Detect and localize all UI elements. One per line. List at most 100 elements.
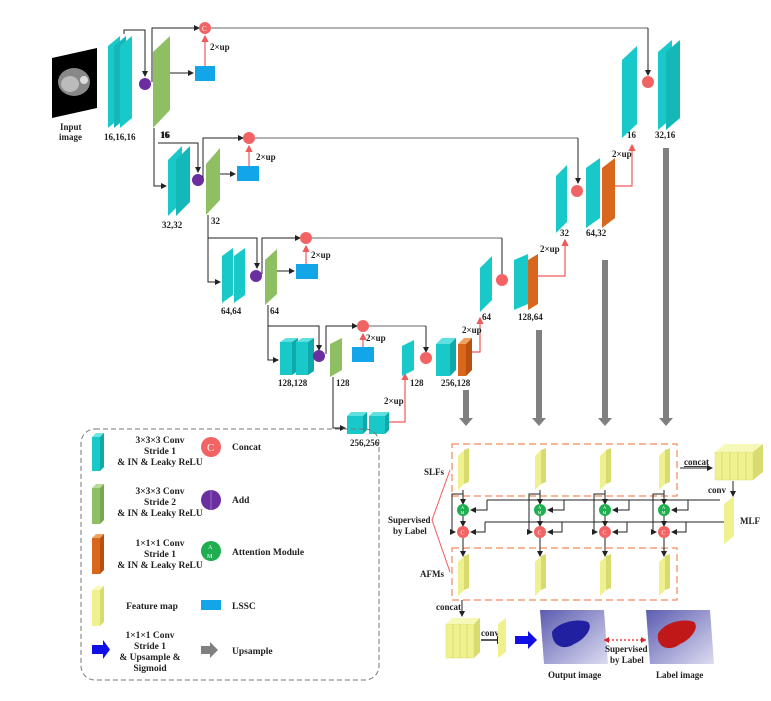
slf-feature-map: [458, 450, 464, 490]
legend-green-conv-icon: [92, 484, 104, 524]
dec3-conv-blocks: [514, 254, 538, 310]
skip-arrow: [450, 493, 463, 535]
legend-item-3-line-1: 1×1×1 Conv: [135, 539, 184, 549]
concat-icon: [496, 274, 508, 286]
attention-module-icon: [534, 504, 546, 516]
slf-feature-map-side: [606, 448, 611, 484]
supervised-out-1: Supervised: [605, 644, 648, 654]
supervised-label-2: by Label: [393, 526, 427, 536]
enc4-conv-blocks: [280, 338, 314, 375]
concat-icon: [642, 76, 654, 88]
concat-label: concat: [684, 457, 709, 467]
legend-item-3-line-3: & IN & Leaky ReLU: [117, 561, 203, 571]
legend-item-1-line-1: 3×3×3 Conv: [135, 436, 184, 446]
concat-glyph: C: [461, 531, 465, 537]
concat-feature-stack: [714, 444, 763, 481]
legend-item-5-line-1: 1×1×1 Conv: [125, 631, 174, 641]
legend-item-3-line-2: Stride 1: [144, 550, 176, 560]
skip-arrow: [592, 493, 605, 535]
legend-item-4-line-1: Feature map: [126, 602, 178, 612]
legend-op-lssc: LSSC: [232, 602, 256, 612]
legend-feature-map-icon: [92, 586, 104, 626]
legend-concat-icon: [201, 437, 221, 457]
output-image-label: Output image: [548, 670, 601, 680]
concat-bottom-label: concat: [436, 602, 461, 612]
legend-am-a: A: [208, 545, 213, 551]
upsample-arrows: [459, 148, 673, 426]
am-glyph-m: M: [662, 510, 666, 515]
enc3-down-label: 64: [270, 306, 280, 316]
legend-item-5-line-3: & Upsample &: [119, 653, 180, 663]
lssc-block: [237, 166, 259, 181]
afm-feature-map: [600, 556, 606, 596]
dec2-conv-blocks: [586, 158, 615, 228]
label-image: [646, 610, 714, 664]
am-glyph-a: A: [662, 505, 666, 510]
concat-icon: [534, 526, 546, 538]
mlf-to-am-arrow: [671, 500, 689, 513]
afms-label: AFMs: [420, 569, 444, 579]
up-label: 2×up: [256, 152, 276, 162]
am-glyph-a: A: [603, 505, 607, 510]
dec2-conv-label: 64,32: [586, 228, 607, 238]
dec3-up-label: 64: [482, 312, 492, 322]
dec4-up-block: [402, 340, 414, 376]
legend-orange-conv-icon: [92, 534, 104, 574]
attention-module-icon: [658, 504, 670, 516]
dec1-conv-label: 32,16: [655, 130, 676, 140]
enc1-conv-blocks: [108, 36, 132, 128]
concat-icon: [420, 352, 432, 364]
blue-output-arrow: [515, 631, 537, 649]
concat-icon: [199, 22, 211, 34]
up-label: 2×up: [366, 333, 386, 343]
mlf-feature-map: [724, 496, 734, 544]
enc1-conv-label: 16,16,16: [104, 132, 136, 142]
mlf-to-concat-arrow: [547, 522, 563, 535]
mlf-label: MLF: [740, 516, 760, 526]
legend-item-2-line-1: 3×3×3 Conv: [135, 487, 184, 497]
mlf-to-am-arrow: [612, 500, 630, 513]
up-label: 2×up: [540, 244, 560, 254]
legend-item-2-line-2: Stride 2: [144, 498, 176, 508]
conv-label: conv: [708, 485, 727, 495]
slfs-box: [451, 443, 678, 497]
supervised-label-1: Supervised: [388, 515, 431, 525]
up-label: 2×up: [612, 149, 632, 159]
legend-op-add: Add: [232, 496, 250, 506]
supervised-out-2: by Label: [610, 655, 644, 665]
enc3-conv-block-2: [234, 248, 245, 303]
enc2-down-label: 32: [211, 216, 221, 226]
bottom-feature-map: [498, 618, 506, 658]
concat-glyph: C: [202, 25, 207, 33]
add-icon: [139, 78, 151, 90]
slf-feature-map: [535, 450, 541, 490]
enc3-downsample-block: [265, 249, 277, 305]
lssc-block: [296, 264, 318, 279]
afms-box: [451, 547, 678, 601]
label-image-label: Label image: [656, 670, 703, 680]
enc2-downsample-block: [206, 148, 220, 215]
add-icon: [313, 350, 325, 362]
mlf-to-concat-arrow: [671, 522, 687, 535]
legend-item-5-line-4: Sigmoid: [133, 664, 167, 674]
bottom-feature-stack: [445, 618, 480, 659]
dec2-up-block: [556, 165, 567, 233]
dec4-conv-blocks: [436, 338, 472, 376]
conv-bottom-label: conv: [481, 628, 500, 638]
am-glyph-a: A: [538, 505, 542, 510]
afm-feature-map-side: [606, 554, 611, 590]
legend-concat-glyph: C: [207, 442, 214, 454]
legend-item-2-line-3: & IN & Leaky ReLU: [117, 509, 203, 519]
up-label: 2×up: [462, 325, 482, 335]
concat-icon: [300, 232, 312, 244]
enc4-down-label: 128: [336, 378, 350, 388]
lssc-block: [352, 347, 374, 362]
input-label-1: Input: [60, 122, 82, 132]
am-glyph-m: M: [603, 510, 607, 515]
concat-glyph: C: [538, 531, 542, 537]
slfs-label: SLFs: [424, 467, 445, 477]
legend-op-upsample: Upsample: [232, 647, 273, 657]
slf-feature-map-side: [665, 448, 670, 484]
mlf-to-am-arrow: [547, 500, 565, 513]
